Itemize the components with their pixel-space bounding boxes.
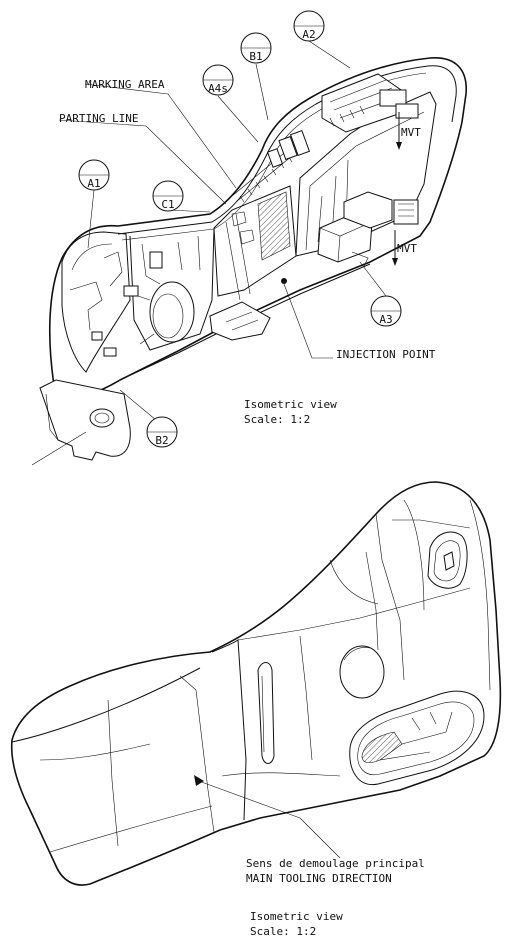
top-view-caption-line1: Isometric view <box>244 398 337 411</box>
balloon-a4s: A4s <box>202 64 234 96</box>
cushion-edge <box>11 667 201 743</box>
recliner-housing <box>61 231 131 373</box>
bottom-view-caption-line1: Isometric view <box>250 910 343 923</box>
rib <box>91 331 103 341</box>
injection-point-label: INJECTION POINT <box>336 348 436 361</box>
mvt-arrow-upper <box>396 112 402 150</box>
svg-text:B1: B1 <box>249 50 262 63</box>
marking-area-label: MARKING AREA <box>85 78 165 91</box>
svg-text:A4s: A4s <box>208 82 228 95</box>
circular-boss <box>149 281 195 343</box>
balloon-b2: B2 <box>146 416 178 448</box>
parting-line-label: PARTING LINE <box>59 112 138 125</box>
top-window <box>427 531 468 589</box>
bottom-isometric-view: Sens de demoulage principal MAIN TOOLING… <box>10 481 502 938</box>
mounting-foot <box>209 301 271 341</box>
top-isometric-view: A2 B1 A4s A1 C1 A3 B <box>31 10 467 466</box>
svg-text:A3: A3 <box>379 313 392 326</box>
main-tooling-direction-label: MAIN TOOLING DIRECTION <box>246 872 392 885</box>
tooling-direction-arrow <box>194 775 341 859</box>
svg-text:C1: C1 <box>161 198 174 211</box>
mounting-tab <box>39 379 131 461</box>
sens-demoulage-label: Sens de demoulage principal <box>246 857 425 870</box>
balloon-b1: B1 <box>240 32 272 64</box>
bottom-view-caption-line2: Scale: 1:2 <box>250 925 316 938</box>
injection-point-marker <box>281 278 287 284</box>
balloon-a1: A1 <box>78 159 110 191</box>
balloon-a3: A3 <box>370 295 402 327</box>
vertical-slot <box>257 662 275 764</box>
mvt-arrow-lower <box>392 230 398 266</box>
top-view-caption-line2: Scale: 1:2 <box>244 413 310 426</box>
lower-slide-block <box>317 191 419 267</box>
leader-lines <box>31 40 387 466</box>
round-boss <box>339 645 385 699</box>
svg-text:A2: A2 <box>302 28 315 41</box>
svg-text:B2: B2 <box>155 434 168 447</box>
mounting-hole <box>89 408 115 428</box>
mvt-label-lower: MVT <box>397 242 417 255</box>
svg-text:A1: A1 <box>87 177 100 190</box>
part-outline <box>48 57 467 400</box>
upper-rim <box>117 65 457 235</box>
cover-outline <box>10 481 502 886</box>
mvt-label-upper: MVT <box>401 126 421 139</box>
marking-area <box>257 191 291 261</box>
lever-opening <box>349 690 485 786</box>
upper-clip-cluster <box>321 73 419 133</box>
clip-towers <box>266 129 311 168</box>
balloon-c1: C1 <box>152 180 184 212</box>
balloon-a2: A2 <box>293 10 325 42</box>
